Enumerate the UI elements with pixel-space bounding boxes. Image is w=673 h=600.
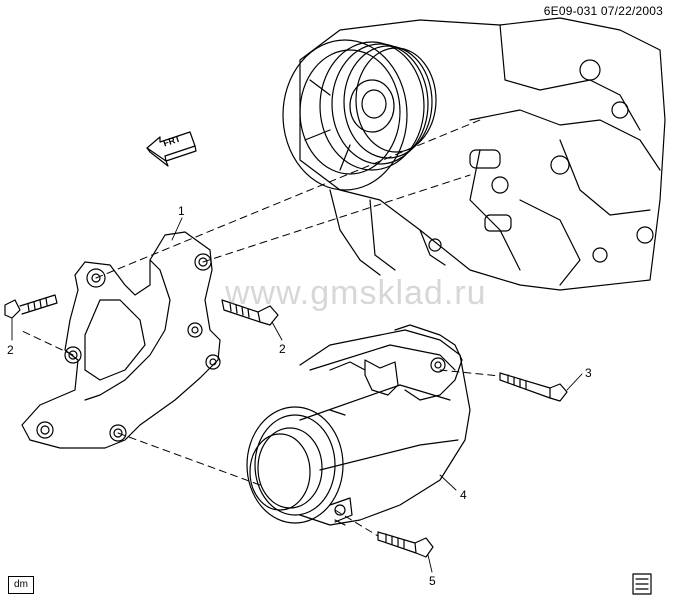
callout-2-right: 2 — [279, 342, 286, 356]
engine-block — [299, 17, 666, 291]
front-arrow — [146, 131, 197, 167]
corner-book-icon — [632, 573, 652, 595]
bolt-5 — [377, 531, 434, 558]
bolt-3 — [499, 372, 568, 402]
alignment-lines — [19, 119, 501, 537]
leader-lines — [11, 217, 583, 573]
watermark-text: www.gmsklad.ru — [225, 274, 487, 312]
crank-pulley — [282, 39, 437, 191]
compressor-bracket — [21, 231, 221, 449]
callout-3: 3 — [585, 366, 592, 380]
callout-4: 4 — [460, 488, 467, 502]
callout-1: 1 — [178, 204, 185, 218]
bolt-2-right — [221, 299, 279, 326]
drawing-reference: 6E09-031 07/22/2003 — [543, 4, 663, 18]
dm-tag: dm — [8, 576, 34, 594]
ac-compressor — [246, 324, 471, 526]
callout-2-left: 2 — [7, 343, 14, 357]
bolt-2-left — [4, 294, 58, 319]
callout-5: 5 — [429, 574, 436, 588]
